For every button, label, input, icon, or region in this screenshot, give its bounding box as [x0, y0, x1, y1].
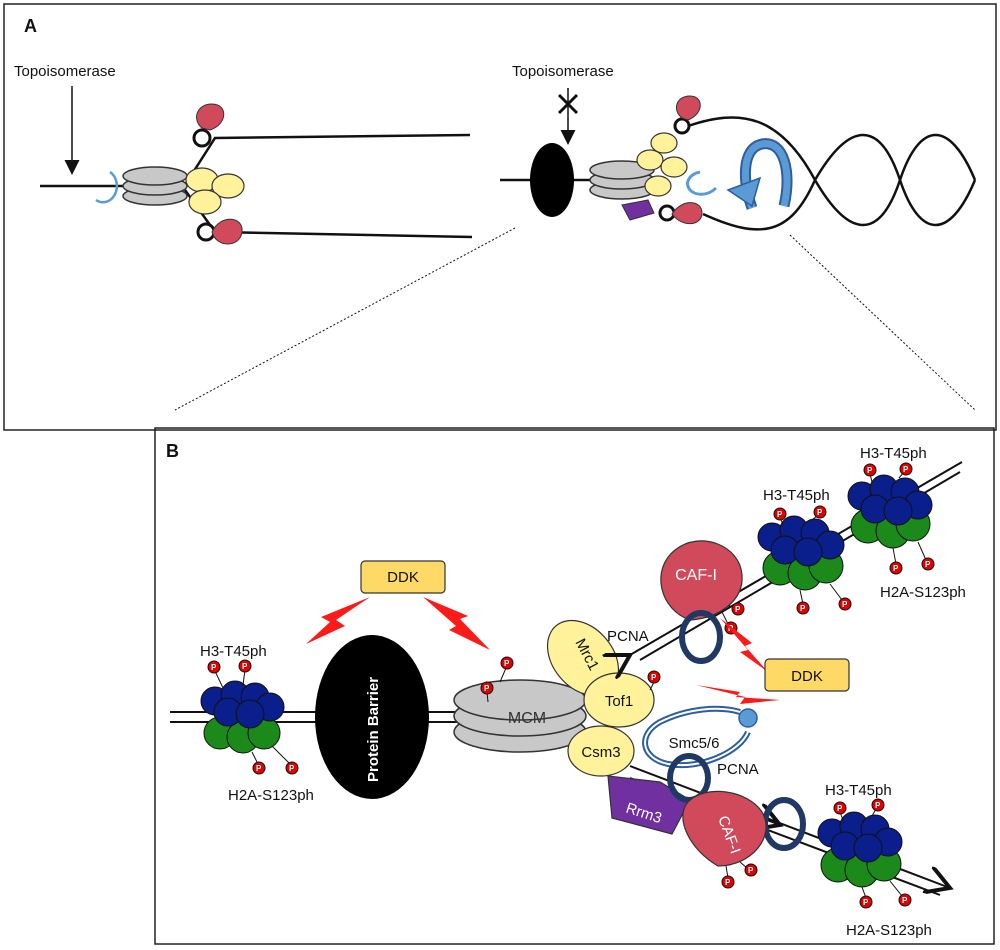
pcna-ring-bottom-1 [667, 753, 711, 803]
csm3 [567, 725, 635, 777]
ddk-box-right: DDK [764, 658, 850, 692]
h3-t45ph-top-mid-label: H3-T45ph [763, 487, 830, 504]
svg-text:P: P [256, 764, 262, 773]
pcna-ring-left-top [192, 128, 212, 148]
kinase-bolt-right-2 [696, 685, 780, 704]
fpc-complex-left [185, 167, 245, 215]
smc56-small [686, 170, 718, 196]
phospho-marks-caf1-bottom: P P [721, 861, 758, 889]
smc56-complex: Smc5/6 [642, 705, 758, 769]
svg-text:P: P [837, 804, 843, 813]
pcna-ring-top [679, 610, 723, 664]
panel-b-label: B [166, 441, 179, 461]
mcm-label: MCM [508, 710, 546, 727]
ddk-right-label: DDK [791, 668, 823, 685]
tof1-label: Tof1 [605, 693, 633, 710]
h2a-s123ph-bottom-right-label: H2A-S123ph [846, 922, 932, 939]
svg-text:P: P [289, 764, 295, 773]
h3-t45ph-bottom-right-label: H3-T45ph [825, 782, 892, 799]
supercoiled-dna-2 [813, 134, 977, 226]
kinase-bolt-left-2 [423, 597, 490, 650]
blocked-cross-icon [557, 93, 579, 115]
ddk-left-label: DDK [387, 569, 419, 586]
mcm-helicase: MCM [453, 679, 587, 753]
phospho-marks-mcm: P P [480, 656, 514, 703]
panel-b-frame [154, 427, 995, 945]
svg-text:P: P [777, 510, 783, 519]
caf1-right-bottom [671, 202, 703, 225]
svg-text:P: P [842, 600, 848, 609]
caf1-bottom: CAF-I [682, 790, 767, 867]
nucleosome-left [200, 680, 285, 754]
svg-text:P: P [903, 465, 909, 474]
pcna-ring-right-top [673, 117, 691, 135]
rrm3-small [621, 199, 655, 221]
h2a-s123ph-left-label: H2A-S123ph [228, 787, 314, 804]
svg-text:P: P [863, 898, 869, 907]
panel-a-label: A [24, 16, 37, 36]
caf1-top-label: CAF-I [675, 567, 717, 584]
rrm3-helicase: Rrm3 [607, 775, 691, 835]
caf1-left-bottom [211, 218, 243, 245]
caf1-top: CAF-I [660, 540, 743, 621]
svg-text:P: P [211, 663, 217, 672]
svg-text:P: P [484, 684, 490, 693]
svg-text:P: P [902, 896, 908, 905]
h3-t45ph-left-label: H3-T45ph [200, 643, 267, 660]
svg-text:P: P [651, 673, 657, 682]
svg-text:P: P [893, 564, 899, 573]
phospho-mark-tof1: P [647, 670, 661, 691]
pcna-ring-right-bottom [658, 204, 676, 222]
left-fork: Topoisomerase [14, 63, 473, 245]
svg-text:P: P [504, 659, 510, 668]
svg-text:P: P [800, 604, 806, 613]
fpc-complex-right [636, 132, 688, 197]
nucleosome-top-mid [757, 515, 845, 591]
svg-text:P: P [748, 866, 754, 875]
phospho-marks-top-mid: P P P P [773, 505, 852, 615]
pcna-top-label: PCNA [607, 628, 649, 645]
topoisomerase-right-label: Topoisomerase [512, 63, 614, 80]
svg-text:P: P [735, 605, 741, 614]
kinase-bolt-left-1 [306, 597, 370, 644]
phospho-marks-bottom-right: P P P P [833, 798, 912, 909]
kinase-bolt-right-1 [720, 618, 768, 672]
csm3-label: Csm3 [581, 744, 620, 761]
ddk-box-left: DDK [360, 560, 446, 594]
protein-barrier-label: Protein Barrier [365, 677, 382, 782]
h3-t45ph-top-right-label: H3-T45ph [860, 445, 927, 462]
zoom-line-right [789, 234, 976, 411]
protein-barrier-small [530, 143, 574, 217]
mcm-helicase-left [122, 166, 188, 206]
svg-text:P: P [817, 508, 823, 517]
phospho-marks-left: P P P P [207, 659, 299, 775]
supercoil-arrow-left [95, 170, 119, 204]
svg-text:P: P [925, 560, 931, 569]
nucleosome-bottom-right [817, 811, 903, 888]
svg-text:P: P [242, 662, 248, 671]
daughter-strand-top [687, 116, 817, 181]
svg-text:P: P [875, 801, 881, 810]
phospho-marks-top-right: P P P P [863, 462, 935, 575]
mcm-helicase-right [589, 160, 655, 200]
zoom-line-left [174, 227, 516, 411]
caf1-right-top [675, 95, 701, 121]
caf1-left-top [196, 103, 225, 131]
torsional-stress-arrow-icon [726, 138, 793, 210]
pcna-bottom-label: PCNA [717, 761, 759, 778]
svg-text:P: P [867, 466, 873, 475]
nucleosome-top-right [847, 474, 933, 549]
protein-barrier [315, 635, 429, 799]
panel-a-frame [3, 3, 997, 431]
svg-text:P: P [725, 878, 731, 887]
smc56-label: Smc5/6 [669, 735, 720, 752]
topoisomerase-left-label: Topoisomerase [14, 63, 116, 80]
right-fork: Topoisomerase [500, 63, 977, 231]
bottom-dna-strand-1 [629, 765, 950, 888]
h2a-s123ph-top-right-label: H2A-S123ph [880, 584, 966, 601]
daughter-strand-bottom [702, 179, 817, 231]
